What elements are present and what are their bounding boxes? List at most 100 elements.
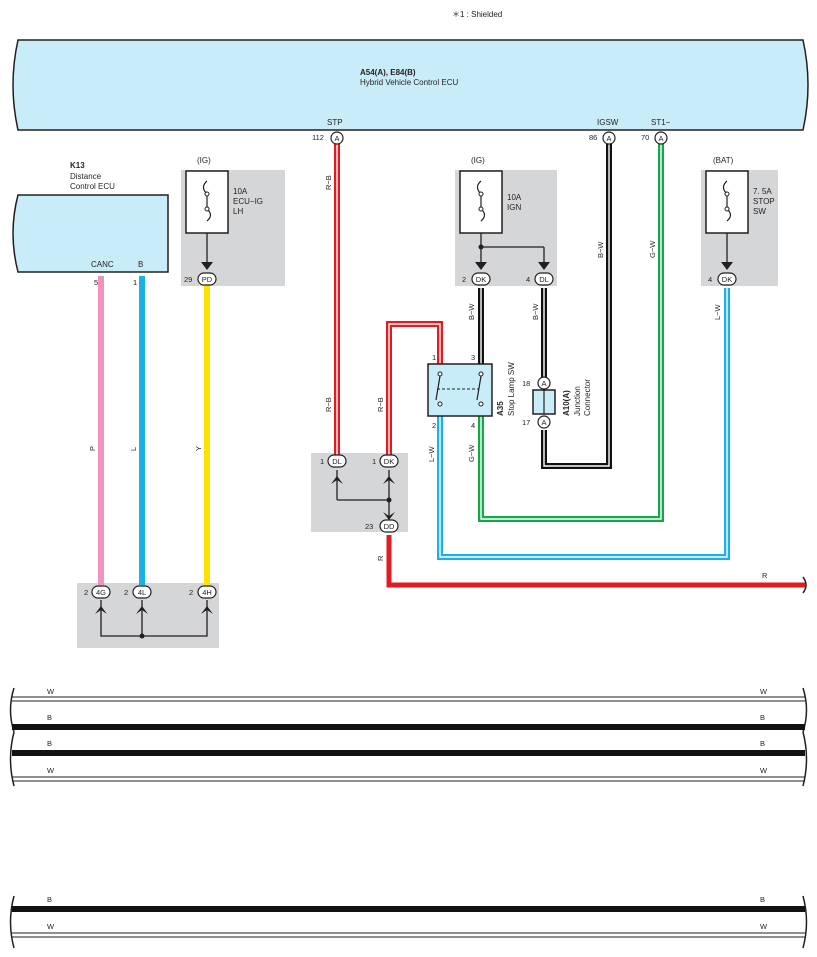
label-l-w-1: L−W	[427, 445, 436, 462]
harness-row6-right: W	[760, 922, 768, 931]
harness-row5-right: B	[760, 895, 765, 904]
harness-row2-right: B	[760, 713, 765, 722]
label-b-w-3: B−W	[596, 241, 605, 258]
fuse-stop-symbol	[722, 180, 732, 222]
svg-text:4G: 4G	[96, 588, 106, 597]
sw-pin2: 2	[432, 421, 436, 430]
fuse-ecu-ig-power: (IG)	[197, 156, 211, 165]
conn-pd-num: 29	[184, 275, 192, 284]
svg-text:A: A	[541, 418, 546, 427]
fuse-stop-name-1: STOP	[753, 197, 775, 206]
k13-name-1: Distance	[70, 172, 102, 181]
pin-st1-num: 70	[641, 133, 649, 142]
label-r-b-3: R−B	[376, 397, 385, 412]
label-r-2: R	[762, 571, 768, 580]
harness-row6-left: W	[47, 922, 55, 931]
sw-code: A35	[496, 401, 505, 416]
conn-stop-dk: DK	[717, 272, 737, 286]
conn-bottom-4h-num: 2	[189, 588, 193, 597]
shielded-note: ＊1 : Shielded	[452, 10, 502, 19]
svg-text:DL: DL	[332, 457, 342, 466]
harness-row3-left: B	[47, 739, 52, 748]
junction-name-1: Junction	[573, 386, 582, 416]
conn-igsw: A	[602, 131, 616, 145]
wire-g-w	[478, 144, 664, 522]
conn-bottom-4l: 4L	[132, 585, 152, 599]
fuse-ecu-ig-name-1: ECU−IG	[233, 197, 263, 206]
svg-text:A: A	[334, 134, 339, 143]
label-g-w-1: G−W	[648, 240, 657, 258]
sw-pin4: 4	[471, 421, 475, 430]
fuse-ecu-ig-symbol	[202, 180, 212, 222]
svg-text:PD: PD	[202, 275, 213, 284]
conn-stop-dk-num: 4	[708, 275, 712, 284]
sw-pin3: 3	[471, 353, 475, 362]
svg-text:DK: DK	[384, 457, 394, 466]
wire-l-w	[437, 288, 730, 560]
pin-igsw-num: 86	[589, 133, 597, 142]
k13-box	[12, 194, 169, 273]
conn-mid-dl: DL	[327, 454, 347, 468]
junction-name-2: Connector	[583, 379, 592, 416]
sw-pin1: 1	[432, 353, 436, 362]
svg-text:A: A	[606, 134, 611, 143]
fuse-ign-rating: 10A	[507, 193, 522, 202]
conn-ign-dl-num: 4	[526, 275, 530, 284]
conn-mid-dd: DD	[379, 519, 399, 533]
pin-st1-label: ST1−	[651, 118, 671, 127]
conn-st1: A	[654, 131, 668, 145]
label-l-w-2: L−W	[713, 303, 722, 320]
label-y: Y	[194, 446, 203, 451]
fuse-ign-power: (IG)	[471, 156, 485, 165]
wire-b-w-igsw	[541, 144, 612, 469]
label-r-b-1: R−B	[324, 175, 333, 190]
label-r-1: R	[376, 555, 385, 561]
svg-text:4L: 4L	[138, 588, 146, 597]
harness-group-2	[9, 895, 808, 949]
conn-ign-dk: DK	[471, 272, 491, 286]
svg-text:DK: DK	[722, 275, 732, 284]
hv-ecu-box	[12, 39, 809, 131]
harness-row5-left: B	[47, 895, 52, 904]
svg-text:DD: DD	[384, 522, 395, 531]
fuse-ecu-ig-rating: 10A	[233, 187, 248, 196]
label-l: L	[129, 447, 138, 451]
label-b-w-2: B−W	[531, 303, 540, 320]
fuse-stop-name-2: SW	[753, 207, 766, 216]
conn-pd: PD	[197, 272, 217, 286]
svg-text:4H: 4H	[202, 588, 212, 597]
harness-group-1	[9, 687, 808, 787]
harness-row2-left: B	[47, 713, 52, 722]
label-p: P	[88, 446, 97, 451]
junction-bottom-num: 17	[522, 418, 530, 427]
hv-ecu-name: Hybrid Vehicle Control ECU	[360, 78, 458, 87]
svg-text:A: A	[541, 379, 546, 388]
harness-row4-right: W	[760, 766, 768, 775]
wire-r-b-switch	[386, 321, 443, 455]
conn-stp: A	[330, 131, 344, 145]
conn-junction-top: A	[537, 376, 551, 390]
fuse-ecu-ig-name-2: LH	[233, 207, 243, 216]
harness-row1-right: W	[760, 687, 768, 696]
fuse-stop-rating: 7. 5A	[753, 187, 772, 196]
hv-ecu-code: A54(A), E84(B)	[360, 68, 416, 77]
k13-b-num: 1	[133, 278, 137, 287]
label-b-w-1: B−W	[467, 303, 476, 320]
label-r-b-2: R−B	[324, 397, 333, 412]
conn-bottom-4g-num: 2	[84, 588, 88, 597]
harness-row3-right: B	[760, 739, 765, 748]
conn-bottom-4g: 4G	[91, 585, 111, 599]
pin-igsw-label: IGSW	[597, 118, 619, 127]
k13-canc-num: 5	[94, 278, 98, 287]
conn-bottom-4h: 4H	[197, 585, 217, 599]
harness-row1-left: W	[47, 687, 55, 696]
k13-pin-b: B	[138, 260, 143, 269]
conn-mid-dl-num: 1	[320, 457, 324, 466]
conn-mid-dk: DK	[379, 454, 399, 468]
k13-code: K13	[70, 161, 85, 170]
junction-top-num: 18	[522, 379, 530, 388]
conn-junction-bottom: A	[537, 415, 551, 429]
conn-mid-dd-num: 23	[365, 522, 373, 531]
k13-pin-canc: CANC	[91, 260, 114, 269]
